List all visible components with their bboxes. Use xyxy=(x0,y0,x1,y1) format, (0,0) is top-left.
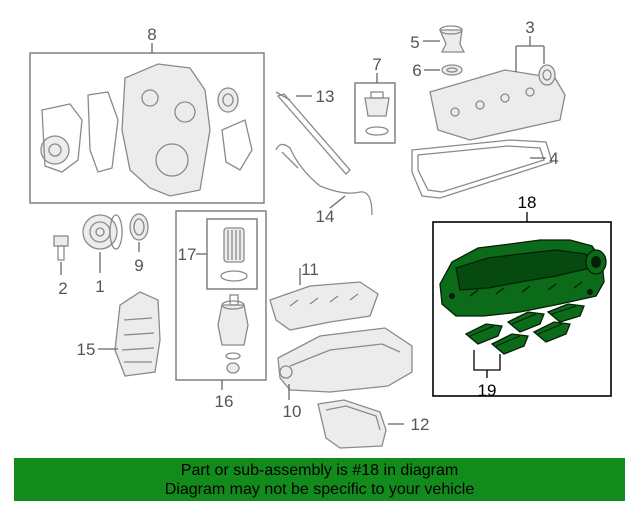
callout-10: 10 xyxy=(283,402,302,421)
callout-9: 9 xyxy=(134,256,143,275)
part-17-oil-filter-element[interactable] xyxy=(196,218,258,290)
part-8-timing-cover-group[interactable] xyxy=(29,43,265,204)
callout-13: 13 xyxy=(316,87,335,106)
callout-4: 4 xyxy=(549,149,558,168)
part-10-oil-pan-upper[interactable] xyxy=(277,327,413,400)
part-18-box xyxy=(432,221,612,397)
callout-1: 1 xyxy=(95,277,104,296)
callout-5: 5 xyxy=(410,33,419,52)
part-1-crank-pulley[interactable] xyxy=(82,214,123,273)
part-7-oil-filler-cap[interactable] xyxy=(354,73,396,144)
callout-12: 12 xyxy=(411,415,430,434)
callout-16: 16 xyxy=(215,392,234,411)
part-2-pulley-bolt[interactable] xyxy=(53,235,69,275)
callout-19: 19 xyxy=(478,381,497,400)
callout-18: 18 xyxy=(518,193,537,212)
callout-15: 15 xyxy=(77,340,96,359)
callout-11: 11 xyxy=(301,260,319,279)
part-8-box xyxy=(29,52,265,204)
part-19-intake-gaskets[interactable] xyxy=(464,303,585,378)
notice-banner: Part or sub-assembly is #18 in diagram D… xyxy=(14,458,625,501)
part-11-baffle-plate[interactable] xyxy=(269,268,379,331)
callout-2: 2 xyxy=(58,279,67,298)
callout-6: 6 xyxy=(412,61,421,80)
part-7-box xyxy=(354,82,396,144)
callout-17: 17 xyxy=(178,245,197,264)
callout-8: 8 xyxy=(147,25,156,44)
part-6-seal[interactable] xyxy=(424,64,463,76)
part-18-intake-manifold[interactable] xyxy=(432,212,612,397)
callout-3: 3 xyxy=(525,18,534,37)
part-3-valve-cover[interactable] xyxy=(429,36,566,141)
part-14-dipstick-tube[interactable] xyxy=(275,143,373,216)
notice-line-2: Diagram may not be specific to your vehi… xyxy=(164,481,475,498)
part-12-oil-pan-lower[interactable] xyxy=(317,399,404,449)
part-16-oil-filter-housing-group[interactable] xyxy=(175,210,267,390)
notice-line-1: Part or sub-assembly is #18 in diagram xyxy=(180,462,459,479)
part-5-fitting[interactable] xyxy=(423,25,466,53)
part-13-dipstick[interactable] xyxy=(275,91,351,175)
callout-7: 7 xyxy=(372,55,381,74)
part-15-bracket[interactable] xyxy=(98,291,161,377)
part-4-valve-cover-gasket[interactable] xyxy=(411,139,553,199)
part-16-box xyxy=(175,210,267,381)
part-9-crank-seal[interactable] xyxy=(129,213,149,252)
callout-14: 14 xyxy=(316,207,335,226)
